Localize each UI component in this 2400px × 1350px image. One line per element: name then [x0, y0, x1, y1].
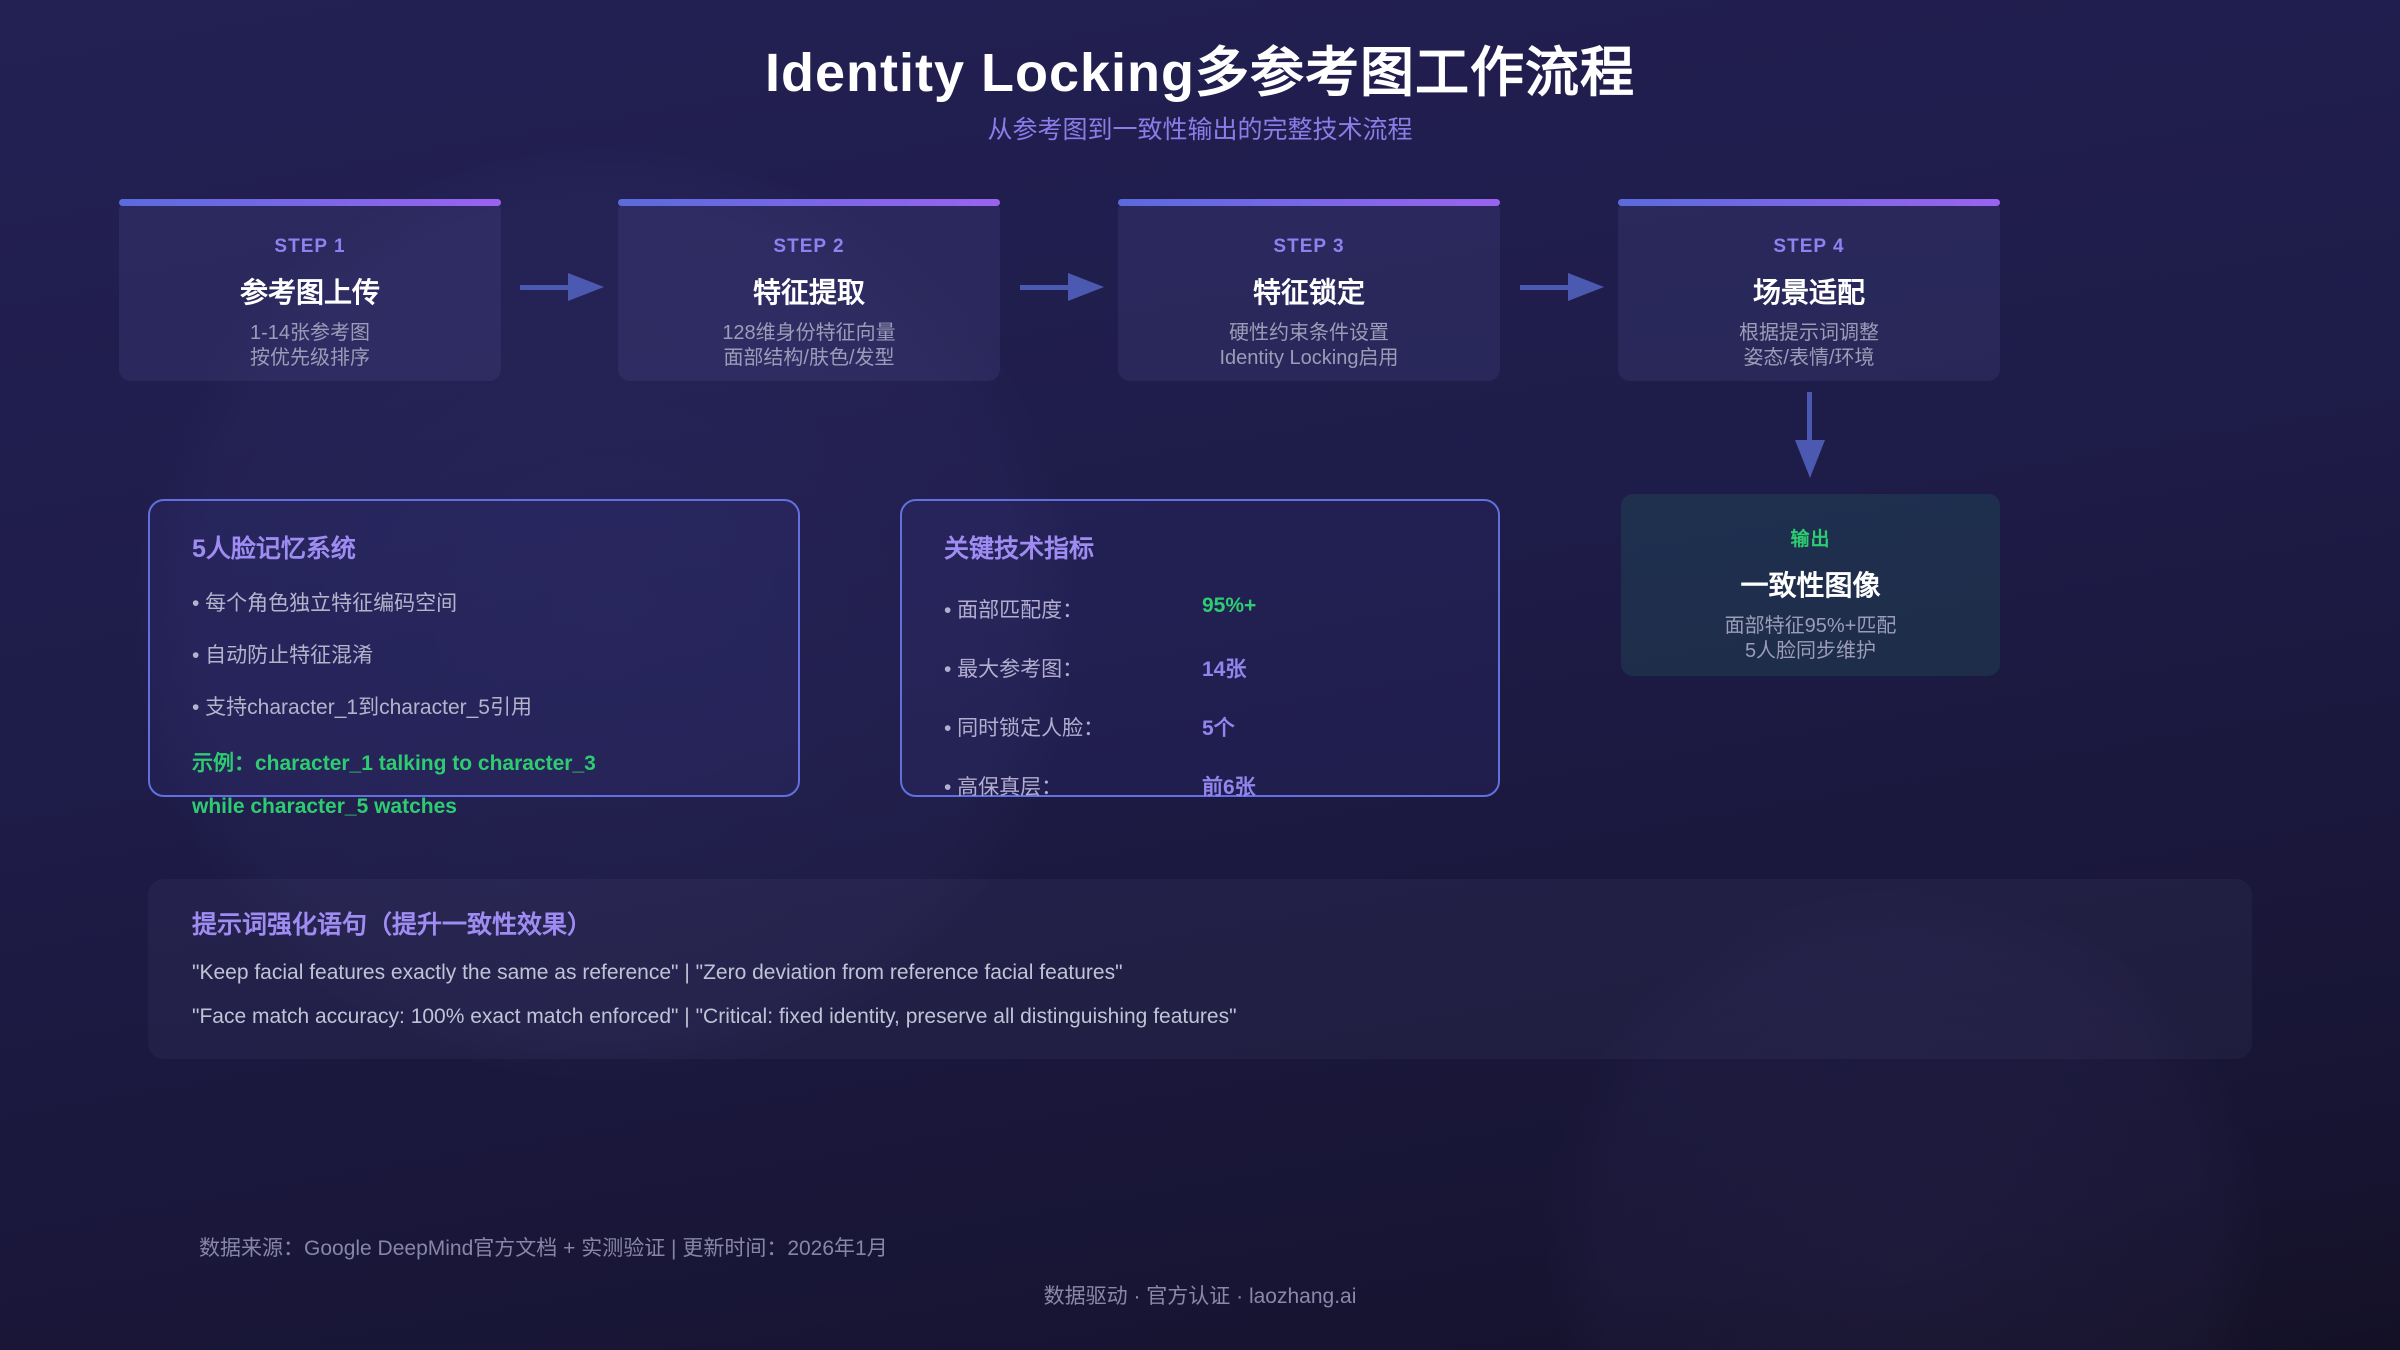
right-arrow-icon	[520, 273, 604, 301]
output-card: 输出 一致性图像 面部特征95%+匹配 5人脸同步维护	[1621, 494, 2000, 676]
arrow-shaft	[1020, 284, 1068, 290]
step-title: 特征锁定	[1252, 277, 1365, 308]
step-desc-line2: Identity Locking启用	[1219, 347, 1399, 369]
right-arrow-icon	[1520, 273, 1604, 301]
output-desc-line1: 面部特征95%+匹配	[1724, 615, 1897, 637]
face-memory-panel: 5人脸记忆系统 • 每个角色独立特征编码空间 • 自动防止特征混淆 • 支持ch…	[148, 499, 800, 818]
step-desc-line1: 硬性约束条件设置	[1229, 322, 1389, 344]
metric-label: • 最大参考图：	[944, 658, 1084, 681]
step-card-topbar	[1618, 199, 2000, 206]
prompt-line2: "Face match accuracy: 100% exact match e…	[192, 1005, 1237, 1028]
step-desc-line1: 根据提示词调整	[1739, 322, 1879, 344]
output-title: 一致性图像	[1740, 570, 1881, 601]
step-description: 硬性约束条件设置 Identity Locking启用	[1118, 321, 1500, 371]
step-desc-line1: 1-14张参考图	[249, 322, 371, 344]
panel-title: 5人脸记忆系统	[192, 535, 356, 563]
step-description: 128维身份特征向量 面部结构/肤色/发型	[618, 321, 1000, 371]
metric-value: 95%+	[1202, 594, 1257, 617]
step-desc-line1: 128维身份特征向量	[722, 322, 896, 344]
prompt-box-title: 提示词强化语句（提升一致性效果）	[192, 911, 593, 939]
metric-label: • 同时锁定人脸：	[944, 717, 1105, 740]
step-card-topbar	[119, 199, 501, 206]
page-subtitle: 从参考图到一致性输出的完整技术流程	[987, 116, 1413, 144]
step-description: 根据提示词调整 姿态/表情/环境	[1618, 321, 2000, 371]
bullet-item: • 每个角色独立特征编码空间	[192, 592, 458, 615]
step-desc-line2: 按优先级排序	[250, 347, 370, 369]
output-description: 面部特征95%+匹配 5人脸同步维护	[1621, 614, 2000, 664]
arrow-head	[1568, 273, 1604, 301]
step-label: STEP 3	[1273, 236, 1345, 257]
metric-value: 前6张	[1202, 776, 1256, 799]
arrow-shaft	[1520, 284, 1568, 290]
step-desc-line2: 面部结构/肤色/发型	[723, 347, 895, 369]
metric-value: 5个	[1202, 717, 1235, 740]
example-line2: while character_5 watches	[192, 795, 457, 818]
step-card-2: STEP 2 特征提取 128维身份特征向量 面部结构/肤色/发型	[618, 199, 1000, 381]
step-title: 场景适配	[1752, 277, 1865, 308]
example-line1: 示例：character_1 talking to character_3	[192, 752, 596, 775]
metric-row: • 最大参考图： 14张	[944, 653, 1456, 683]
step-label: STEP 4	[1773, 236, 1845, 257]
bullet-item: • 自动防止特征混淆	[192, 644, 374, 667]
step-card-topbar	[1118, 199, 1500, 206]
step-label: STEP 2	[773, 236, 845, 257]
right-arrow-icon	[1020, 273, 1104, 301]
arrow-head	[568, 273, 604, 301]
arrow-shaft	[1807, 392, 1812, 440]
metric-row: • 同时锁定人脸： 5个	[944, 712, 1456, 742]
step-card-1: STEP 1 参考图上传 1-14张参考图 按优先级排序	[119, 199, 501, 381]
step-card-3: STEP 3 特征锁定 硬性约束条件设置 Identity Locking启用	[1118, 199, 1500, 381]
metric-label: • 高保真层：	[944, 776, 1063, 799]
prompt-line1: "Keep facial features exactly the same a…	[192, 961, 1123, 984]
arrow-shaft	[520, 284, 568, 290]
step-card-4: STEP 4 场景适配 根据提示词调整 姿态/表情/环境	[1618, 199, 2000, 381]
step-desc-line2: 姿态/表情/环境	[1743, 347, 1875, 369]
footer-brand: 数据驱动 · 官方认证 · laozhang.ai	[1043, 1285, 1357, 1308]
metric-value: 14张	[1202, 658, 1247, 681]
arrow-head	[1068, 273, 1104, 301]
output-desc-line2: 5人脸同步维护	[1744, 640, 1877, 662]
step-title: 特征提取	[752, 277, 865, 308]
page-title: Identity Locking多参考图工作流程	[764, 43, 1636, 103]
down-arrow-icon	[1794, 392, 1825, 478]
metric-label: • 面部匹配度：	[944, 599, 1084, 622]
step-description: 1-14张参考图 按优先级排序	[119, 321, 501, 371]
step-card-topbar	[618, 199, 1000, 206]
metric-row: • 高保真层： 前6张	[944, 771, 1456, 801]
bullet-item: • 支持character_1到character_5引用	[192, 696, 532, 719]
arrow-head	[1794, 440, 1825, 478]
footer-data-source: 数据来源：Google DeepMind官方文档 + 实测验证 | 更新时间：2…	[199, 1237, 888, 1260]
metric-row: • 面部匹配度： 95%+	[944, 594, 1456, 624]
output-label: 输出	[1790, 529, 1831, 550]
step-label: STEP 1	[274, 236, 346, 257]
step-title: 参考图上传	[239, 277, 380, 308]
panel-title: 关键技术指标	[944, 535, 1095, 563]
prompt-reinforcement-box: 提示词强化语句（提升一致性效果） "Keep facial features e…	[148, 879, 2252, 1059]
key-metrics-panel: 关键技术指标 • 面部匹配度： 95%+ • 最大参考图： 14张 • 同时锁定…	[900, 499, 1500, 799]
